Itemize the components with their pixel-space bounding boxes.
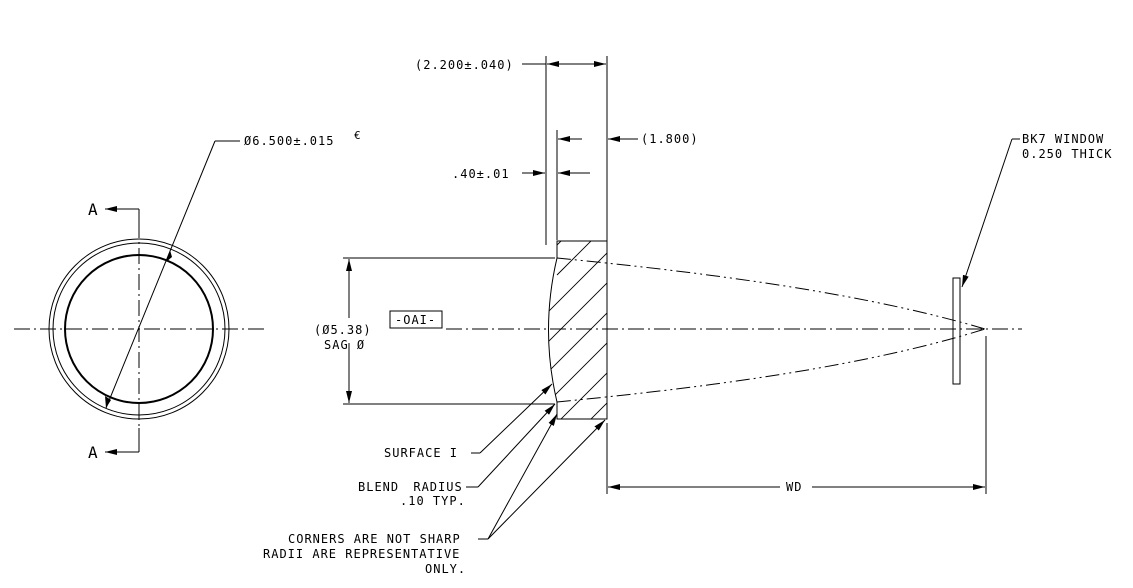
window-body xyxy=(952,277,961,385)
clear-aperture-circle xyxy=(64,254,214,404)
front-view: Ø6.500±.015 € A A xyxy=(14,129,362,462)
lens-hatching xyxy=(548,241,607,419)
diameter-arrow-top-icon xyxy=(166,250,172,262)
corners-note-line1: CORNERS ARE NOT SHARP xyxy=(288,532,461,546)
notes: SURFACE I BLEND RADIUS .10 TYP. CORNERS … xyxy=(263,383,606,576)
sag-diameter-value: (Ø5.38) xyxy=(314,323,372,337)
corners-leader-b xyxy=(487,419,606,540)
corners-leader-a xyxy=(487,413,558,540)
thickness-total-label: (2.200±.040) xyxy=(415,58,514,72)
corners-note-line2: RADII ARE REPRESENTATIVE xyxy=(263,547,460,561)
lens-outline xyxy=(548,240,608,420)
marginal-ray-bottom xyxy=(556,328,986,403)
diameter-arrow-bottom-icon xyxy=(105,396,111,408)
surface-leader xyxy=(479,383,553,454)
surface-note: SURFACE I xyxy=(384,446,458,460)
datum-label: -OAI- xyxy=(395,313,436,327)
blend-note-line1: BLEND RADIUS xyxy=(358,480,463,494)
outer-diameter-circle xyxy=(48,238,230,420)
section-label-top: A xyxy=(88,200,98,219)
bk7-window: BK7 WINDOW 0.250 THICK xyxy=(952,132,1112,385)
marginal-ray-top xyxy=(556,257,986,330)
section-view: (Ø5.38) SAG Ø -OAI- (2.200±.040) (1.800)… xyxy=(314,56,1022,494)
ec-symbol: € xyxy=(354,129,362,142)
corners-note-line3: ONLY. xyxy=(425,562,466,576)
datum-box xyxy=(389,310,443,329)
diameter-callout: Ø6.500±.015 xyxy=(244,134,334,148)
blend-leader xyxy=(477,403,556,488)
edge-thickness-label: .40±.01 xyxy=(452,167,510,181)
window-leader xyxy=(961,138,1013,288)
sag-diameter-label: SAG Ø xyxy=(324,338,365,352)
window-label-line2: 0.250 THICK xyxy=(1022,147,1112,161)
thickness-ref-label: (1.800) xyxy=(641,132,699,146)
blend-note-line2: .10 TYP. xyxy=(400,494,466,508)
section-label-bottom: A xyxy=(88,443,98,462)
working-distance-label: WD xyxy=(786,480,802,494)
diameter-leader-line xyxy=(105,140,216,409)
window-label-line1: BK7 WINDOW xyxy=(1022,132,1104,146)
chamfer-circle xyxy=(52,242,226,416)
